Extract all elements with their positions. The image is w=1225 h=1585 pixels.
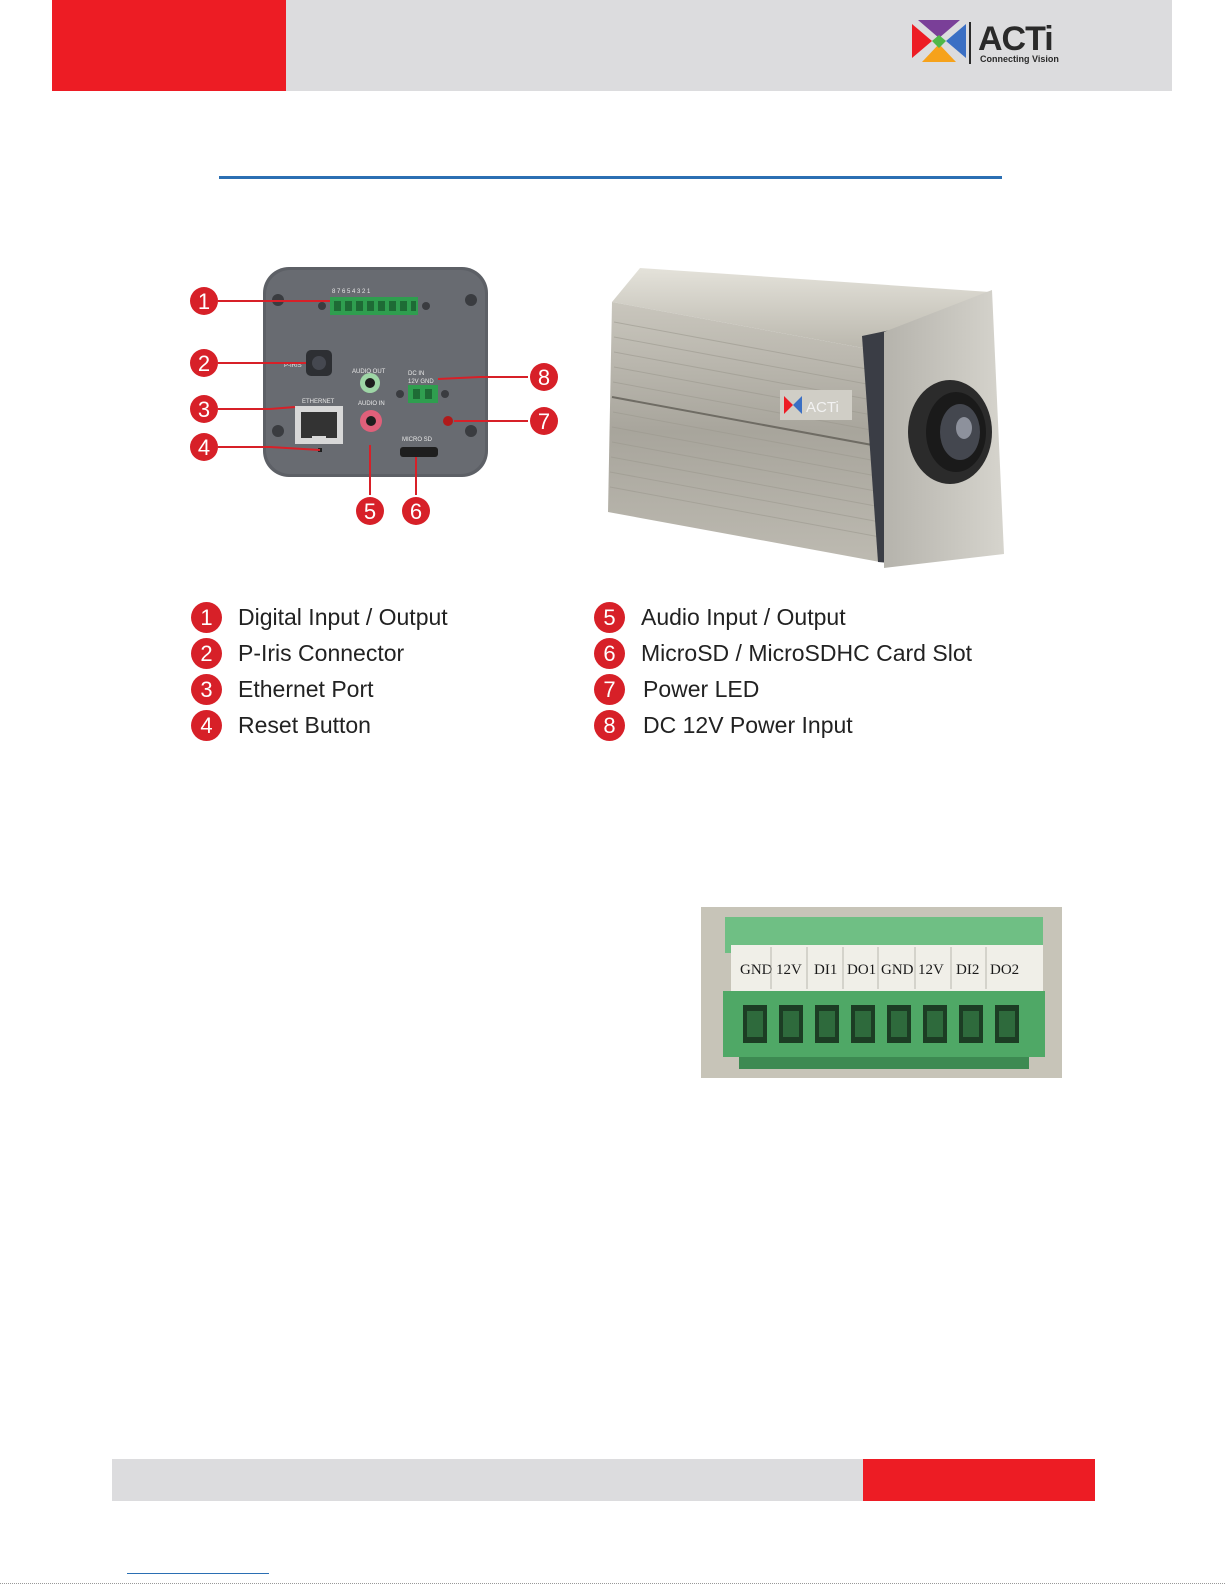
- callout-3: [190, 395, 218, 423]
- legend-label: Digital Input / Output: [238, 604, 448, 630]
- title-rule: [219, 176, 1002, 179]
- callout-7: [530, 407, 558, 435]
- callout-5-num: 5: [364, 499, 376, 524]
- footer-accent-block: [863, 1459, 1095, 1501]
- pin-label: DI2: [956, 962, 979, 978]
- callout-4-num: 4: [198, 435, 210, 460]
- pin-label: DO1: [847, 962, 876, 978]
- legend-number-badge: 6: [594, 638, 625, 669]
- legend-number-badge: 5: [594, 602, 625, 633]
- dc-in-print: DC IN: [408, 371, 424, 377]
- p-iris-print: P-IRIS: [284, 363, 302, 369]
- legend-label: DC 12V Power Input: [643, 712, 853, 738]
- legend-number-badge: 4: [191, 710, 222, 741]
- callout-8: [530, 363, 558, 391]
- pin-label: GND: [881, 962, 914, 978]
- legend-number-badge: 8: [594, 710, 625, 741]
- header-accent-block: [52, 0, 286, 91]
- audio-in-print: AUDIO IN: [358, 401, 385, 407]
- pin-label: 12V: [776, 962, 802, 978]
- legend-label: Ethernet Port: [238, 676, 374, 702]
- terminal-block-image: GND 12V DI1 DO1 GND 12V DI2 DO2: [701, 907, 1062, 1078]
- legend-label: Audio Input / Output: [641, 604, 846, 630]
- ethernet-print: ETHERNET: [302, 399, 335, 405]
- legend-number-badge: 2: [191, 638, 222, 669]
- micro-sd-print: MICRO SD: [402, 437, 433, 443]
- callout-7-num: 7: [538, 409, 550, 434]
- callout-1-num: 1: [198, 289, 210, 314]
- pin-label: DO2: [990, 962, 1019, 978]
- callout-2: [190, 349, 218, 377]
- callout-2-num: 2: [198, 351, 210, 376]
- legend-label: Power LED: [643, 676, 760, 702]
- callout-4: [190, 433, 218, 461]
- legend-number-badge: 3: [191, 674, 222, 705]
- footer-link-underline[interactable]: [127, 1573, 269, 1574]
- logo-separator: [969, 22, 971, 64]
- callout-8-num: 8: [538, 365, 550, 390]
- terminal-numbers-print: 8 7 6 5 4 3 2 1: [332, 289, 371, 295]
- callout-1: [190, 287, 218, 315]
- callout-6: [402, 497, 430, 525]
- legend-label: P-Iris Connector: [238, 640, 405, 666]
- terminal-pin-labels: GND 12V DI1 DO1 GND 12V DI2 DO2: [740, 962, 1019, 978]
- audio-out-print: AUDIO OUT: [352, 369, 386, 375]
- legend-number-badge: 7: [594, 674, 625, 705]
- dc-polarity-print: 12V GND: [408, 379, 434, 385]
- pin-label: 12V: [918, 962, 944, 978]
- camera-rear-panel-figure: 8 7 6 5 4 3 2 1 P-IRIS AUDIO OUT DC IN 1…: [190, 267, 558, 525]
- pin-label: GND: [740, 962, 773, 978]
- callouts: 1 2 3 4 5 6 7 8: [190, 287, 558, 525]
- camera-body-image: ACTi: [608, 268, 1004, 568]
- page-bottom-dotted-line: [0, 1583, 1225, 1584]
- callout-6-num: 6: [410, 499, 422, 524]
- acti-logo-icon: [912, 20, 966, 62]
- acti-logo: ACTi Connecting Vision: [910, 18, 1070, 68]
- legend-number-badge: 1: [191, 602, 222, 633]
- logo-tagline: Connecting Vision: [980, 54, 1059, 64]
- legend-label: MicroSD / MicroSDHC Card Slot: [641, 640, 972, 666]
- legend-label: Reset Button: [238, 712, 371, 738]
- logo-wordmark: ACTi: [978, 20, 1054, 58]
- camera-badge-text: ACTi: [806, 399, 839, 416]
- pin-label: DI1: [814, 962, 837, 978]
- callout-5: [356, 497, 384, 525]
- callout-3-num: 3: [198, 397, 210, 422]
